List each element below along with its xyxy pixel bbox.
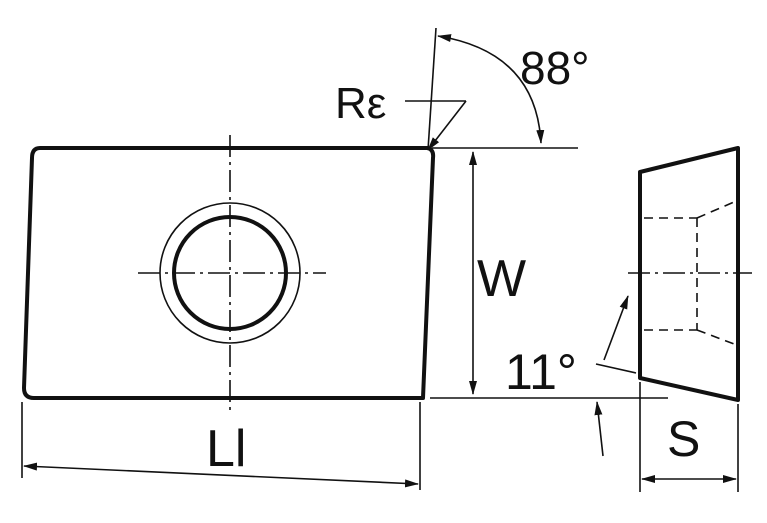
- corner-angle-label: 88°: [520, 42, 590, 94]
- corner-angle-dimension: 88°: [427, 27, 590, 151]
- width-label: W: [477, 250, 526, 308]
- corner-radius-label: Rε: [335, 79, 386, 128]
- insert-side-outline: [638, 146, 740, 402]
- clearance-angle-dimension: 11°: [505, 295, 637, 457]
- thickness-label: S: [667, 411, 700, 467]
- thickness-dimension: S: [639, 382, 739, 492]
- corner-radius-callout: Rε: [335, 79, 467, 151]
- length-dimension: Ll: [21, 402, 421, 490]
- insert-top-outline: [22, 146, 436, 400]
- length-label: Ll: [206, 420, 246, 478]
- side-view-hidden-hole: [644, 201, 735, 345]
- clearance-angle-label: 11°: [505, 344, 577, 400]
- width-dimension: W: [430, 151, 668, 399]
